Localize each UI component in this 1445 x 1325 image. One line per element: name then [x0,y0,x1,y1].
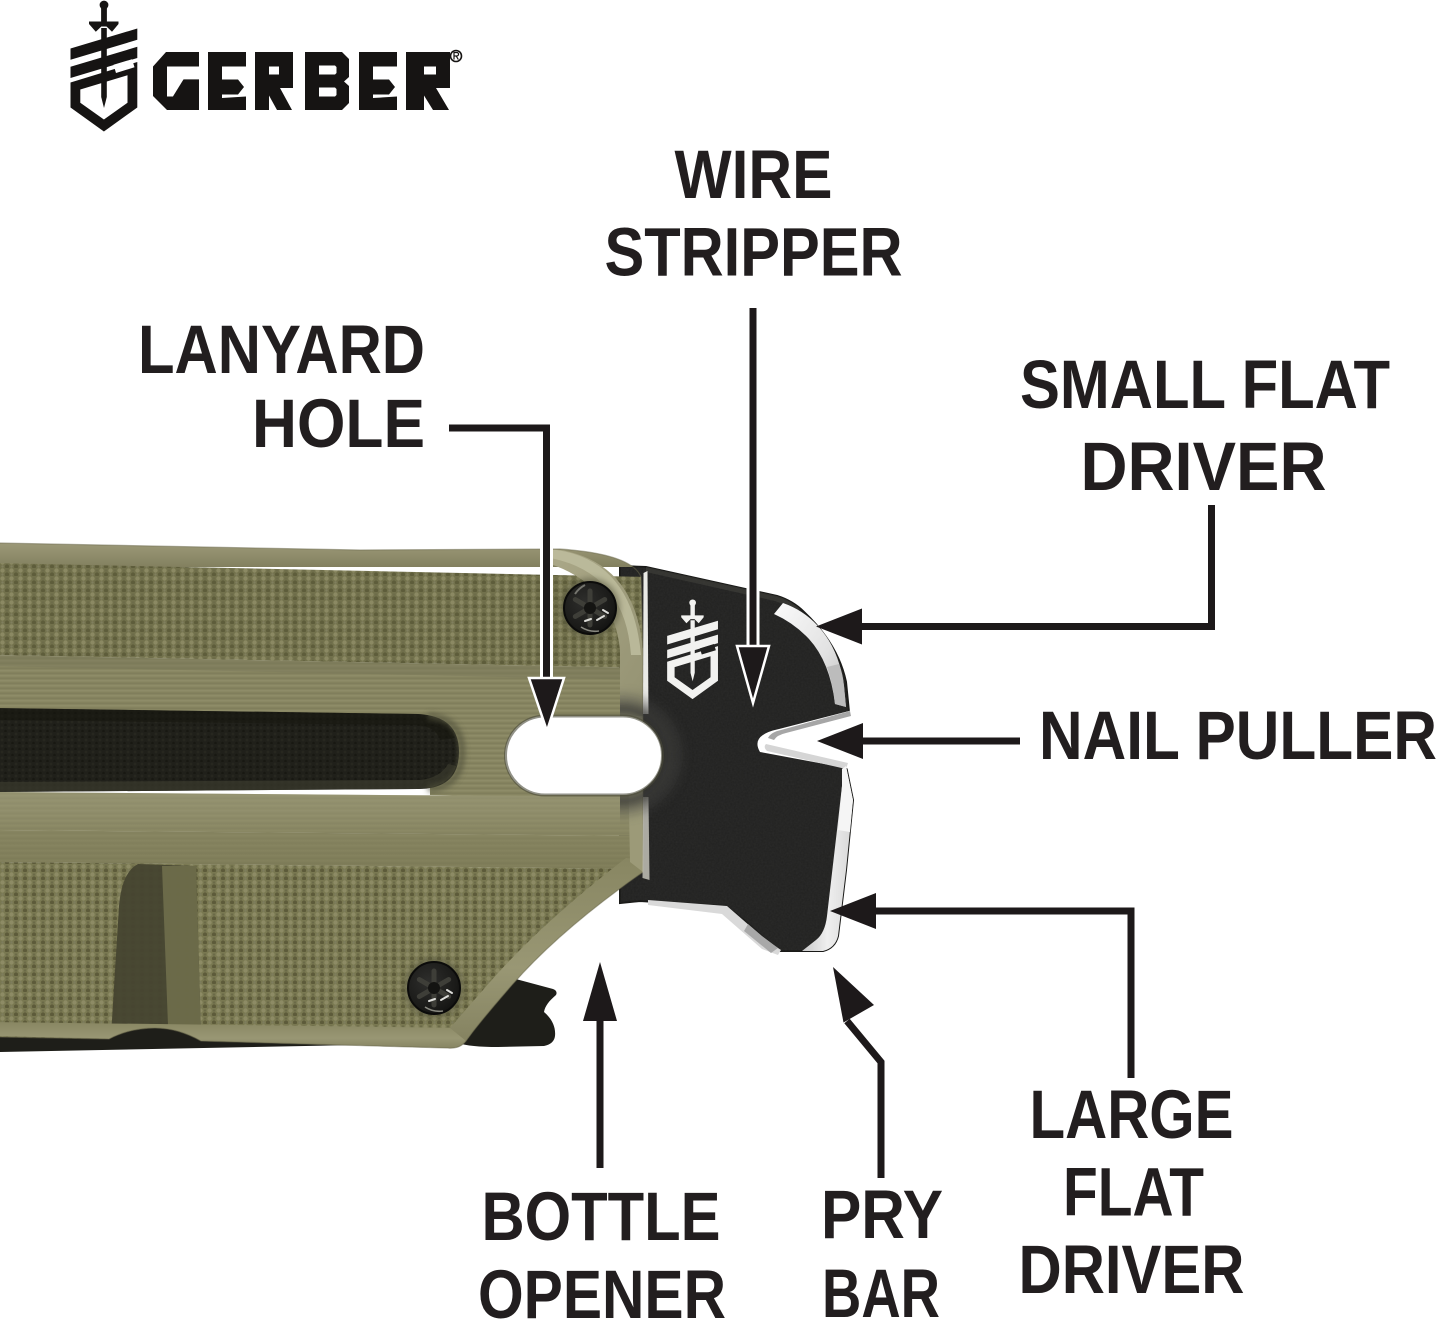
svg-text:OPENER: OPENER [478,1256,726,1325]
svg-text:FLAT: FLAT [1063,1154,1204,1231]
svg-text:PRY: PRY [821,1176,943,1253]
svg-text:WIRE: WIRE [675,136,833,213]
svg-text:LARGE: LARGE [1030,1076,1234,1153]
svg-text:BOTTLE: BOTTLE [482,1178,721,1255]
svg-text:DRIVER: DRIVER [1081,428,1327,505]
svg-text:HOLE: HOLE [252,385,425,462]
svg-text:BAR: BAR [822,1255,940,1325]
svg-text:SMALL FLAT: SMALL FLAT [1020,346,1390,423]
svg-text:DRIVER: DRIVER [1019,1231,1245,1308]
svg-text:NAIL PULLER: NAIL PULLER [1039,697,1437,774]
svg-text:LANYARD: LANYARD [138,311,425,388]
svg-text:STRIPPER: STRIPPER [605,214,903,291]
